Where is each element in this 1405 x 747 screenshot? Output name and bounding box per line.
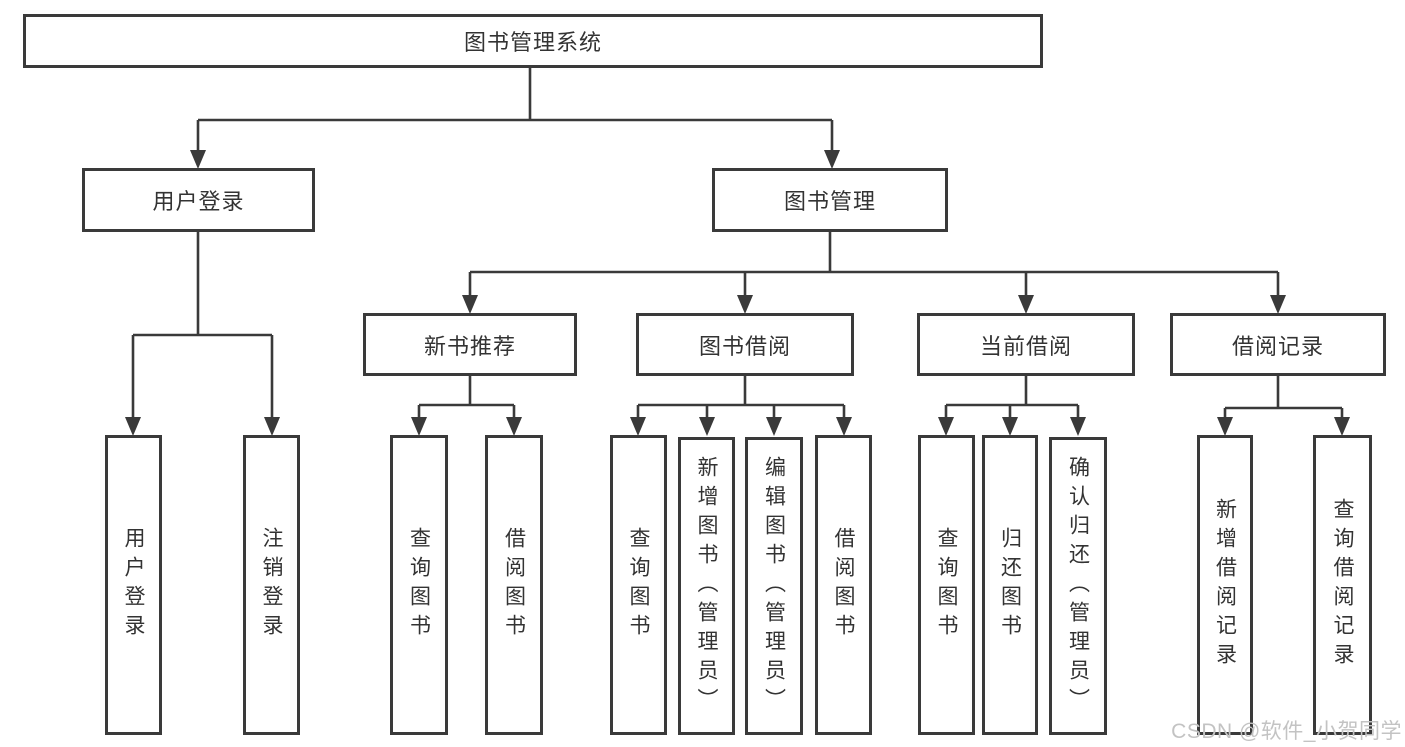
leaf-label: 借阅图书 <box>502 527 526 643</box>
node-label: 图书借阅 <box>698 333 791 359</box>
node-label: 当前借阅 <box>979 333 1072 359</box>
leaf-label: 新增图书（管理员） <box>695 455 718 717</box>
node-book-management: 图书管理 <box>712 168 948 232</box>
node-user-login: 用户登录 <box>82 168 315 232</box>
node-book-borrow: 图书借阅 <box>636 313 854 376</box>
leaf-add-book-admin: 新增图书（管理员） <box>678 437 735 735</box>
leaf-label: 注销登录 <box>260 527 283 643</box>
node-library-management-system: 图书管理系统 <box>23 14 1043 68</box>
node-new-book-recommend: 新书推荐 <box>363 313 577 376</box>
node-label: 图书管理系统 <box>463 30 602 55</box>
leaf-logout: 注销登录 <box>243 435 300 735</box>
node-label: 图书管理 <box>783 189 876 214</box>
leaf-label: 编辑图书（管理员） <box>762 455 786 717</box>
node-borrow-records: 借阅记录 <box>1170 313 1386 376</box>
leaf-label: 确认归还（管理员） <box>1066 455 1090 717</box>
leaf-add-borrow-record: 新增借阅记录 <box>1197 435 1253 735</box>
leaf-label: 查询借阅记录 <box>1331 498 1354 672</box>
csdn-watermark: CSDN @软件_小贺同学 <box>1171 720 1402 743</box>
leaf-borrow-books-recommend: 借阅图书 <box>485 435 543 735</box>
node-current-borrow: 当前借阅 <box>917 313 1135 376</box>
leaf-label: 用户登录 <box>122 527 145 643</box>
node-label: 新书推荐 <box>423 333 516 359</box>
leaf-label: 归还图书 <box>998 527 1022 643</box>
leaf-query-books-current: 查询图书 <box>918 435 975 735</box>
leaf-query-borrow-record: 查询借阅记录 <box>1313 435 1372 735</box>
leaf-label: 新增借阅记录 <box>1213 498 1237 672</box>
leaf-confirm-return-admin: 确认归还（管理员） <box>1049 437 1107 735</box>
leaf-label: 查询图书 <box>935 527 958 643</box>
node-label: 借阅记录 <box>1231 333 1324 359</box>
leaf-query-books-recommend: 查询图书 <box>390 435 448 735</box>
leaf-query-books-borrow: 查询图书 <box>610 435 667 735</box>
leaf-return-books: 归还图书 <box>982 435 1038 735</box>
leaf-label: 查询图书 <box>407 527 431 643</box>
node-label: 用户登录 <box>152 189 245 214</box>
leaf-label: 查询图书 <box>627 527 650 643</box>
leaf-user-login: 用户登录 <box>105 435 162 735</box>
leaf-edit-book-admin: 编辑图书（管理员） <box>745 437 803 735</box>
arrowheads <box>125 150 1350 436</box>
leaf-borrow-books: 借阅图书 <box>815 435 872 735</box>
leaf-label: 借阅图书 <box>832 527 855 643</box>
